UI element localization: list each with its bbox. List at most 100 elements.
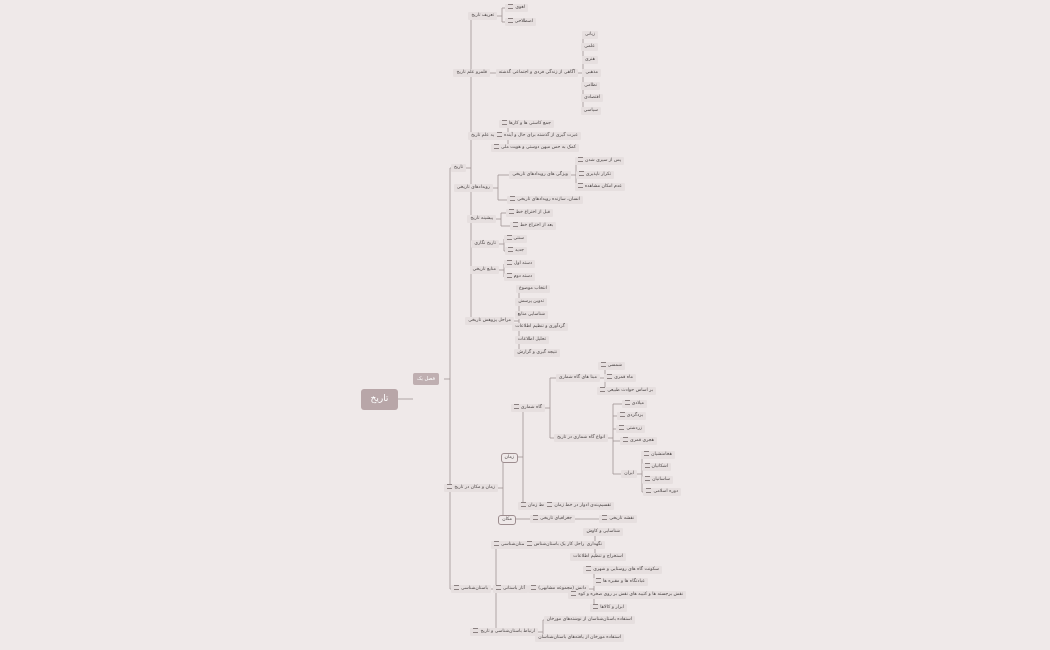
note-icon <box>644 451 650 456</box>
node-f6[interactable]: اقتصادی <box>581 94 603 102</box>
node-iran[interactable]: ایران <box>621 470 637 478</box>
note-icon <box>577 157 583 162</box>
node-rooydad[interactable]: رویدادهای تاریخی <box>453 184 493 192</box>
node-f5[interactable]: نظامی <box>581 82 600 90</box>
node-ert1[interactable]: استفاده باستان‌شناسان از نوشته‌های مورخا… <box>543 616 635 624</box>
node-mozu-desc[interactable]: آگاهی از زندگی فردی و اجتماعی گذشته <box>495 69 578 77</box>
node-asar[interactable]: آثار باستانی <box>492 585 528 593</box>
note-icon <box>513 404 519 409</box>
node-m3[interactable]: شناسایی منابع <box>514 311 548 319</box>
node-gahshomari[interactable]: گاه شماری <box>510 404 545 412</box>
node-anva1[interactable]: میلادی <box>621 400 647 408</box>
node-faide2[interactable]: عبرت گیری از گذشته برای حال و آینده <box>494 132 581 140</box>
node-faide[interactable]: فواید علم تاریخ <box>468 132 503 140</box>
note-icon <box>497 132 503 137</box>
node-tarif[interactable]: تعریف تاریخ <box>468 12 497 20</box>
note-icon <box>510 196 516 201</box>
node-khat-desc[interactable]: تقسیم‌بندی ادوار در خط زمان <box>544 502 614 510</box>
node-pishine[interactable]: پیشینه تاریخ <box>467 215 496 223</box>
node-label: کمک به حس میهن دوستی و هویت ملی <box>500 145 576 150</box>
node-a3[interactable]: نقش برجسته ها و کتیبه های نقش بر روی صخر… <box>568 591 686 599</box>
node-bs3[interactable]: استخراج و تنظیم اطلاعات <box>570 553 626 561</box>
node-mabna2[interactable]: ماه قمری <box>604 374 636 382</box>
node-tarif-estelahi[interactable]: اصطلاحی <box>504 18 536 26</box>
node-tarif-loghavi[interactable]: لغوی <box>505 4 528 12</box>
node-pish2[interactable]: بعد از اختراع خط <box>509 222 556 230</box>
node-ensan[interactable]: انسان، سازنده رویدادهای تاریخی <box>507 196 583 204</box>
node-anva3[interactable]: زردشتی <box>616 425 645 433</box>
node-label: مراحل کار یک باستان‌شناس <box>533 542 587 547</box>
node-manabe[interactable]: منابع تاریخی <box>469 266 499 274</box>
note-icon <box>533 515 539 520</box>
node-mabna[interactable]: مبنا های گاه شماری <box>555 374 600 382</box>
node-neg1[interactable]: سنتی <box>503 235 527 243</box>
node-mozu[interactable]: قلمرو علم تاریخ <box>453 69 490 77</box>
node-neg2[interactable]: جدید <box>505 247 527 255</box>
note-icon <box>547 502 553 507</box>
node-khat-zaman[interactable]: خط زمان <box>517 502 549 510</box>
node-bs1[interactable]: شناسایی و کاوش <box>583 528 623 536</box>
node-a4[interactable]: ابزار و کالاها <box>590 604 627 612</box>
node-bs-marahel[interactable]: مراحل کار یک باستان‌شناس <box>523 541 590 549</box>
note-icon <box>454 585 459 590</box>
node-naghshe[interactable]: نقشه تاریخی <box>599 515 637 523</box>
node-vizhegi[interactable]: ویژگی های رویدادهای تاریخی <box>509 171 571 179</box>
node-zaman[interactable]: زمان <box>500 453 518 463</box>
node-m2[interactable]: تدوین پرسش <box>515 298 547 306</box>
node-joghrafi[interactable]: جغرافیای تاریخی <box>530 515 575 523</box>
node-mabna1[interactable]: شمسی <box>597 362 625 370</box>
note-icon <box>619 425 625 430</box>
node-negari[interactable]: تاریخ نگاری <box>471 240 499 248</box>
note-icon <box>619 412 625 417</box>
node-a1[interactable]: سکونت گاه های روستایی و شهری <box>583 566 662 574</box>
node-man1[interactable]: دسته اول <box>503 260 535 268</box>
node-anva4[interactable]: هجری قمری <box>620 437 657 445</box>
node-label: هخامنشیان <box>651 452 672 457</box>
node-label: تحلیل اطلاعات <box>517 337 546 342</box>
node-label: میلادی <box>631 401 644 406</box>
note-icon <box>593 604 599 609</box>
node-anva[interactable]: انواع گاه شماری در تاریخ <box>554 434 608 442</box>
node-f4[interactable]: مذهبی <box>582 69 601 77</box>
note-icon <box>531 585 537 590</box>
root-node[interactable]: تاریخ <box>361 389 398 410</box>
node-m4[interactable]: گردآوری و تنظیم اطلاعات <box>512 323 568 331</box>
node-faide1[interactable]: جمع کاستی ها و کارها <box>498 120 554 128</box>
node-mabna3[interactable]: بر اساس حوادث طبیعی <box>597 387 656 395</box>
node-marahel[interactable]: مراحل پژوهش تاریخی <box>465 317 514 325</box>
node-m1[interactable]: انتخاب موضوع <box>516 285 550 293</box>
node-tarikh[interactable]: تاریخ <box>450 164 466 172</box>
node-f3[interactable]: هنری <box>582 56 598 64</box>
node-v1[interactable]: پس از سپری شدن <box>574 157 624 165</box>
node-bastan[interactable]: باستان‌شناسی <box>451 585 491 593</box>
note-icon <box>600 362 606 367</box>
node-iran3[interactable]: ساسانیان <box>642 476 673 484</box>
node-iran2[interactable]: اشکانیان <box>641 463 671 471</box>
node-zaman-makan[interactable]: زمان و مکان در تاریخ <box>444 484 498 492</box>
node-m5[interactable]: تحلیل اطلاعات <box>514 336 549 344</box>
node-bs2[interactable]: نگهداری <box>583 541 605 549</box>
node-f1[interactable]: زبانی <box>581 31 598 39</box>
node-label: نقش برجسته ها و کتیبه های نقش بر روی صخر… <box>578 592 683 597</box>
node-pish1[interactable]: قبل از اختراع خط <box>505 209 553 217</box>
node-faide3[interactable]: کمک به حس میهن دوستی و هویت ملی <box>490 144 579 152</box>
node-a2[interactable]: عبادتگاه ها و مقبره ها <box>592 578 648 586</box>
node-iran4[interactable]: دوره اسلامی <box>643 488 681 496</box>
node-bastan-shenasi[interactable]: باستان‌شناسی <box>491 541 531 549</box>
node-f7[interactable]: سیاسی <box>580 107 601 115</box>
node-f2[interactable]: علمی <box>581 43 598 51</box>
node-label: ساسانیان <box>652 477 670 482</box>
node-asar-def[interactable]: دانش (مجموعه مشابهی) <box>528 585 589 593</box>
note-icon <box>600 387 606 392</box>
node-iran1[interactable]: هخامنشیان <box>641 451 675 459</box>
node-man2[interactable]: دسته دوم <box>503 273 535 281</box>
node-anva2[interactable]: یزدگردی <box>616 412 646 420</box>
node-makan[interactable]: مکان <box>498 515 516 525</box>
node-ert2[interactable]: استفاده مورخان از یافته‌های باستان‌شناسا… <box>535 634 624 642</box>
node-v3[interactable]: عدم امکان مشاهده <box>574 183 625 191</box>
node-label: انواع گاه شماری در تاریخ <box>557 435 605 440</box>
node-m6[interactable]: نتیجه گیری و گزارش <box>514 349 560 357</box>
node-v2[interactable]: تکرار ناپذیری <box>575 171 614 179</box>
node-ertebat[interactable]: ارتباط باستان‌شناسی و تاریخ <box>470 628 538 636</box>
chapter-node[interactable]: فصل یک <box>413 373 439 385</box>
